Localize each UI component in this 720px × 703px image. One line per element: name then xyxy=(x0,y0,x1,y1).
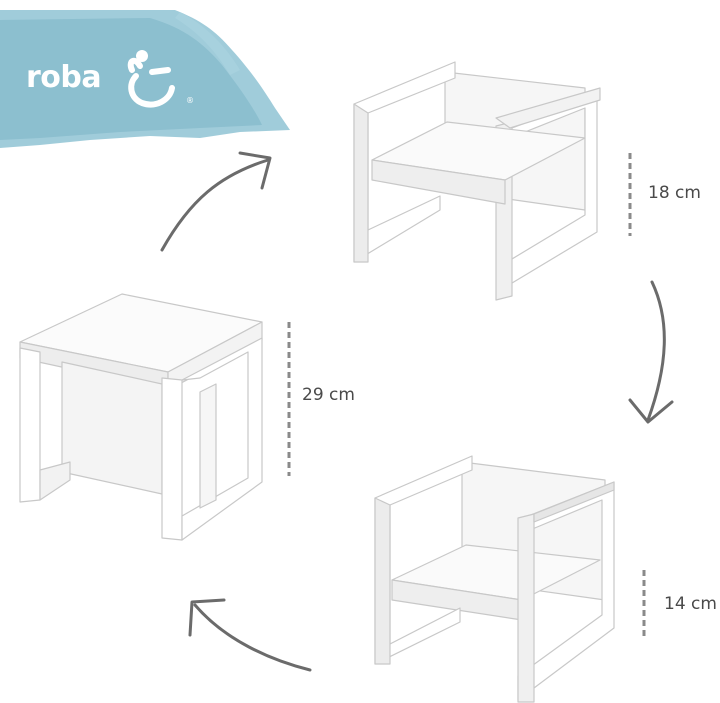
high-seat-height-label: 18 cm xyxy=(648,183,701,203)
chair-high-seat xyxy=(353,61,601,301)
low-seat-height-label: 14 cm xyxy=(664,594,717,614)
cycle-arrow-icon xyxy=(160,151,674,672)
brand-logo: roba ® xyxy=(0,0,300,150)
brand-name: roba xyxy=(26,60,102,95)
cube-table xyxy=(19,293,263,541)
child-smile-logo-icon xyxy=(127,50,175,108)
cube-height-label: 29 cm xyxy=(302,385,355,405)
dimension-bars xyxy=(287,153,646,636)
registered-mark: ® xyxy=(186,96,194,105)
chair-low-seat xyxy=(374,455,615,703)
